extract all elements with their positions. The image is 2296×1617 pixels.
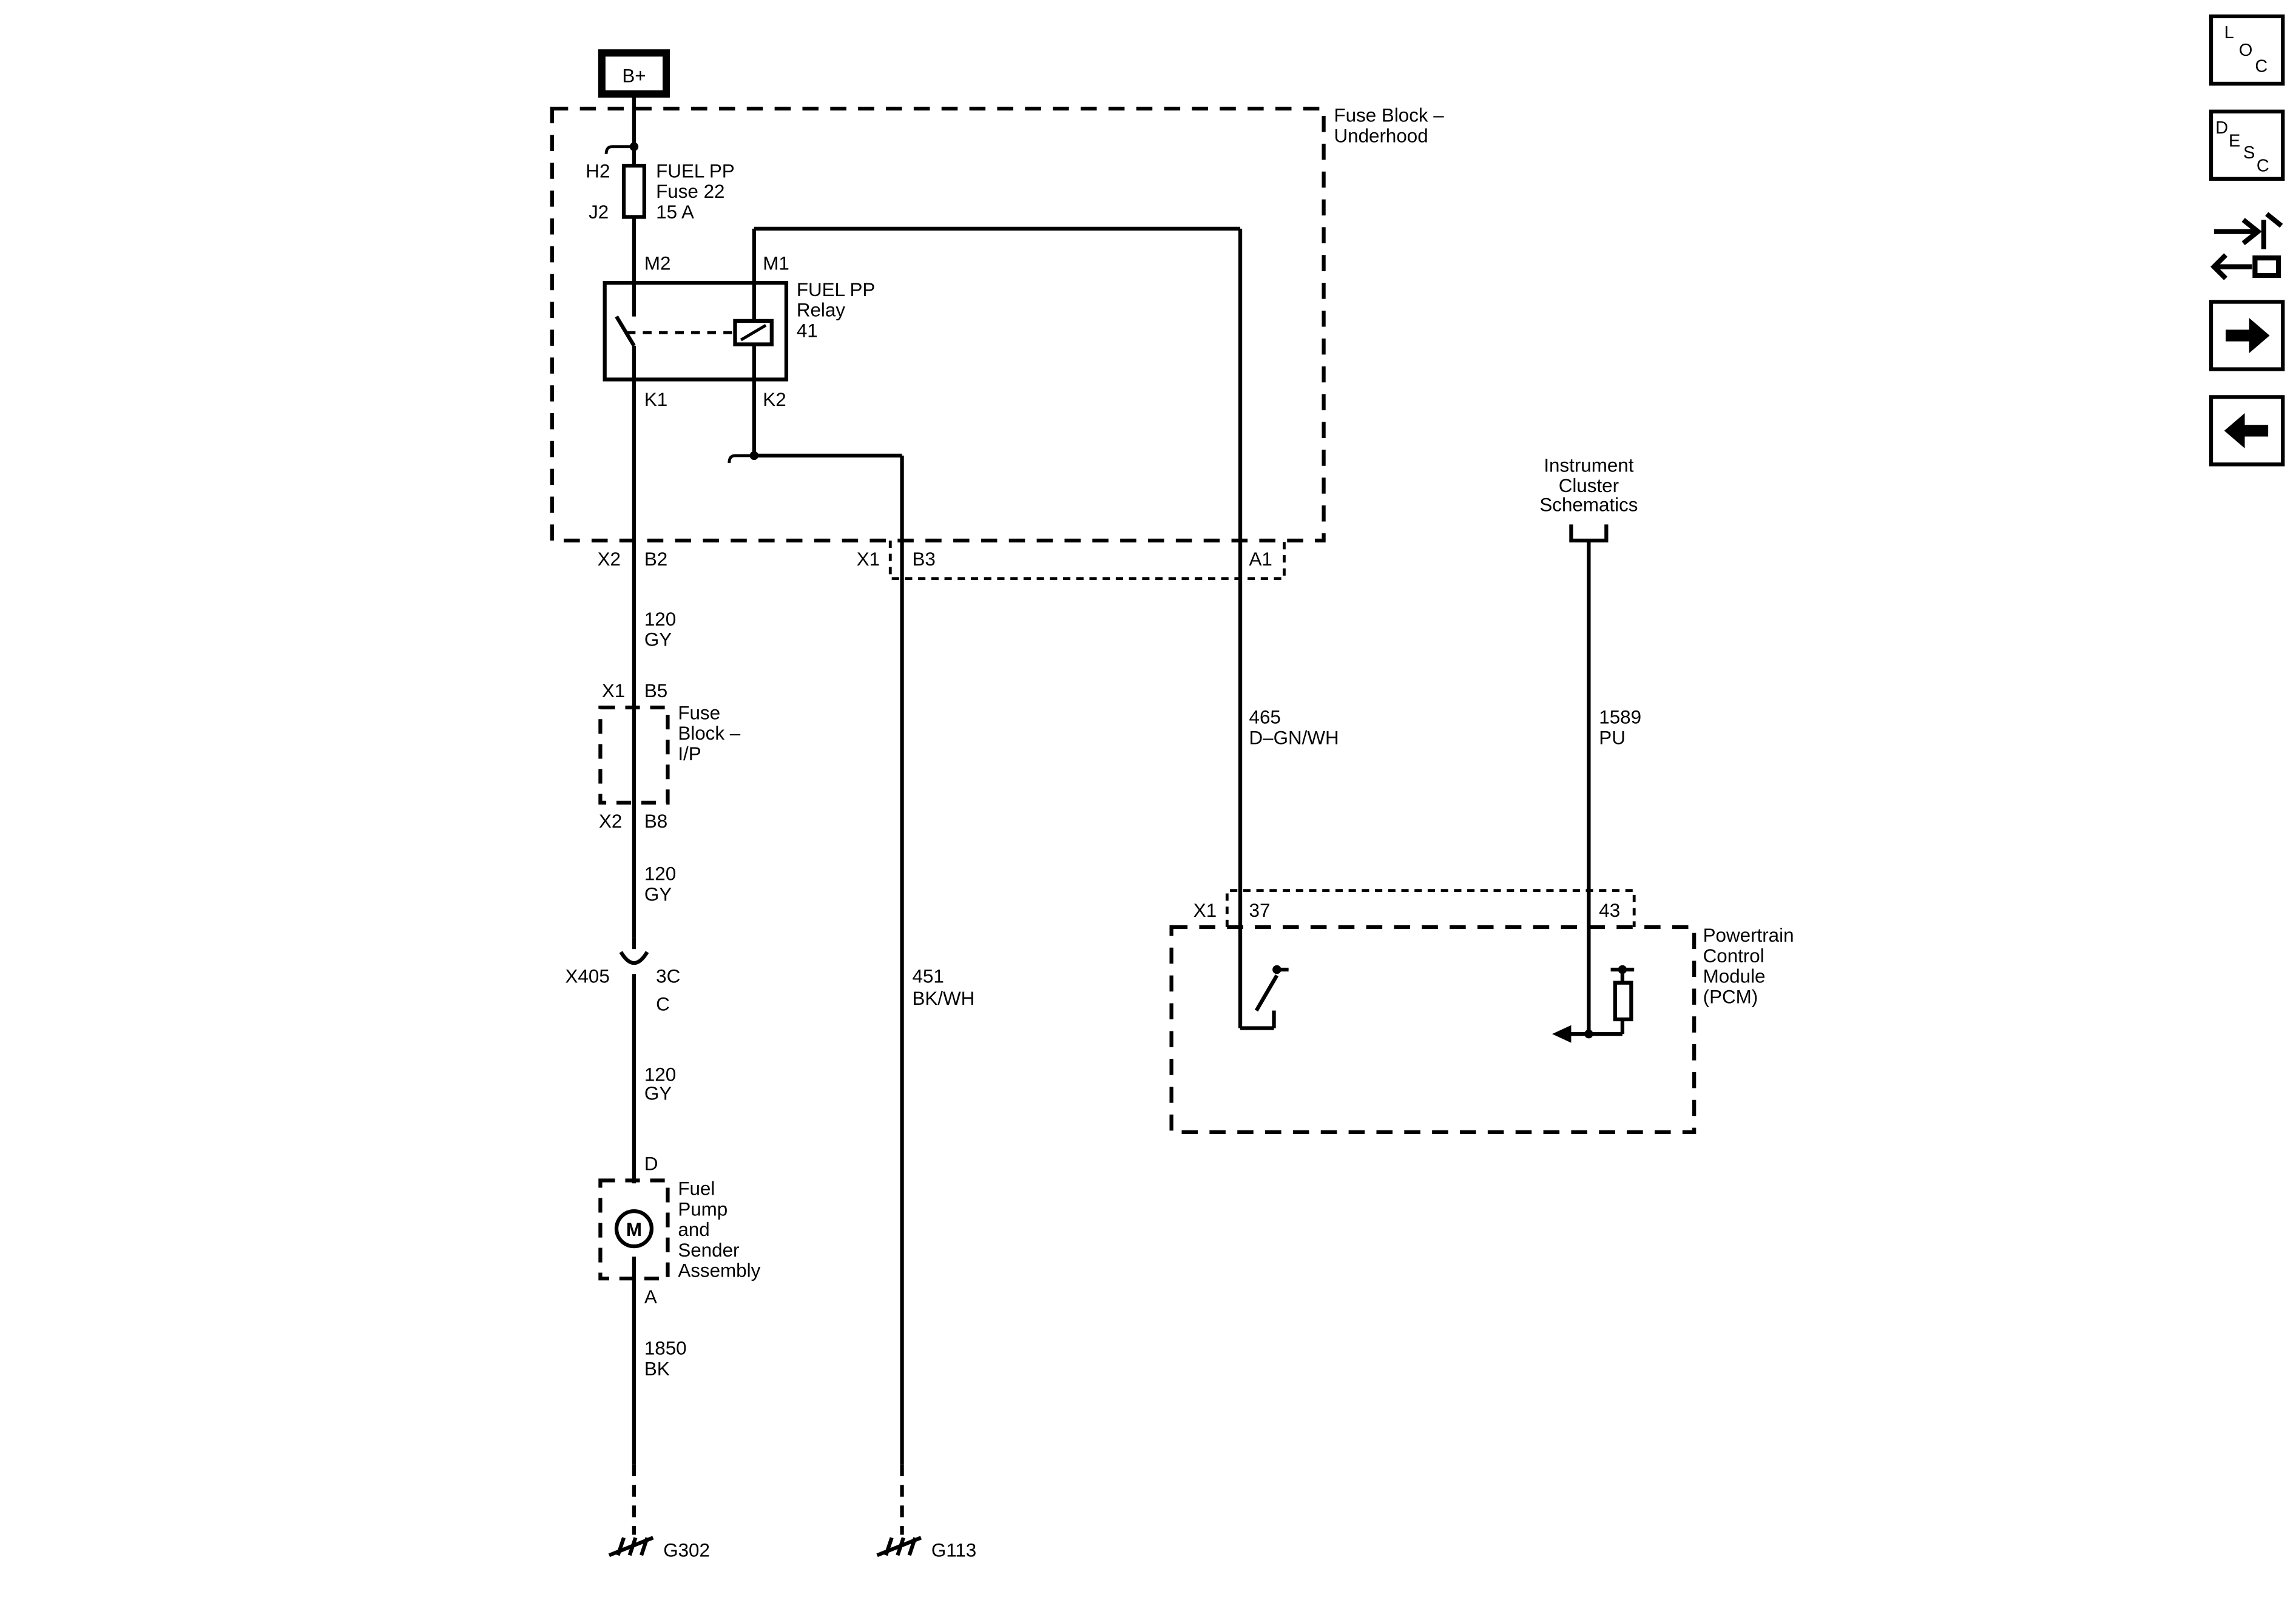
connector-x2-ip-label: X2: [599, 811, 622, 832]
relay-number-label: 41: [797, 320, 818, 341]
pcm-pin-43-label: 43: [1599, 900, 1620, 921]
wire-5-color: BK/WH: [912, 988, 974, 1009]
wire-6-number: 465: [1249, 707, 1281, 728]
relay-k1-label: K1: [644, 389, 667, 410]
instrument-label-3: Schematics: [1539, 495, 1638, 516]
fuel-pump-border: [598, 1178, 670, 1281]
wire-465: [752, 226, 1243, 1028]
wire-1-color: GY: [644, 629, 672, 650]
connector-x2-top-label: X2: [598, 549, 621, 570]
pcm-label-4: (PCM): [1703, 986, 1758, 1007]
wire-7-color: PU: [1599, 727, 1626, 748]
diagnostic-tools-button[interactable]: [2210, 212, 2283, 280]
loc-o-label: O: [2239, 41, 2253, 60]
connector-a-label: A: [644, 1286, 657, 1308]
fuse-j2-label: J2: [589, 201, 609, 223]
pcm-connector-border: [1225, 889, 1636, 927]
instrument-label-2: Cluster: [1559, 475, 1619, 496]
location-button[interactable]: L O C: [2209, 14, 2285, 86]
fuse-block-ip-border: [598, 705, 670, 805]
fuel-pump-label-1: Fuel: [678, 1178, 715, 1200]
wire-4-number: 1850: [644, 1338, 687, 1359]
fuse-block-ip-label-2: Block –: [678, 723, 740, 744]
connector-x1-ip-label: X1: [602, 680, 625, 701]
desc-d-label: D: [2215, 118, 2228, 138]
left-circuit-wire: [604, 93, 649, 1535]
relay-name-label: FUEL PP: [797, 279, 876, 300]
fuel-pump-label-5: Assembly: [678, 1260, 760, 1281]
fuse-rating-label: 15 A: [656, 201, 694, 223]
desc-c-label: C: [2257, 157, 2269, 176]
loc-c-label: C: [2255, 57, 2267, 76]
ground-g302-label: G302: [663, 1540, 710, 1561]
connector-x405-label: X405: [566, 966, 610, 987]
connector-b2-label: B2: [644, 549, 667, 570]
connector-a1-label: A1: [1249, 549, 1272, 570]
next-page-button[interactable]: [2209, 300, 2285, 371]
connector-b3-label: B3: [912, 549, 935, 570]
fuse-number-label: Fuse 22: [656, 181, 724, 202]
fuse-name-label: FUEL PP: [656, 160, 735, 181]
ground-g113-symbol: [876, 1536, 922, 1558]
connector-c-label: C: [656, 994, 670, 1015]
pcm-label-3: Module: [1703, 966, 1766, 987]
relay-m2-label: M2: [644, 252, 671, 274]
fuse-block-underhood-border: [550, 106, 1326, 543]
wire-3-color: GY: [644, 1083, 672, 1104]
relay-k2-label: K2: [763, 389, 786, 410]
fuel-pump-relay: [603, 281, 789, 382]
pcm-pin-37-label: 37: [1249, 900, 1271, 921]
desc-s-label: S: [2243, 143, 2255, 163]
fuse-block-ip-label-3: I/P: [678, 743, 701, 765]
fuel-pump-motor-symbol: [614, 1209, 654, 1249]
ground-g302-symbol: [608, 1536, 654, 1558]
fuse-h2-label: H2: [586, 160, 610, 181]
connector-b8-label: B8: [644, 811, 667, 832]
fuel-pump-label-4: Sender: [678, 1240, 739, 1261]
wire-5-number: 451: [912, 966, 944, 987]
instrument-cluster-connector: [1569, 524, 1609, 543]
battery-positive-terminal: B+: [598, 49, 670, 98]
connector-d-label: D: [644, 1153, 658, 1175]
relay-type-label: Relay: [797, 300, 845, 321]
fuel-pump-label-3: and: [678, 1219, 709, 1240]
fuel-pump-label-2: Pump: [678, 1198, 728, 1220]
fuse-block-underhood-label-2: Underhood: [1334, 125, 1428, 146]
wire-2-color: GY: [644, 884, 672, 905]
wire-2-number: 120: [644, 863, 676, 885]
ground-g113-label: G113: [931, 1540, 976, 1561]
instrument-label-1: Instrument: [1544, 454, 1633, 476]
wire-4-color: BK: [644, 1358, 670, 1379]
pcm-border: [1169, 925, 1697, 1134]
wire-1-number: 120: [644, 609, 676, 630]
connector-3c-label: 3C: [656, 966, 680, 987]
pcm-input-resistor-symbol: [1552, 965, 1635, 1043]
desc-e-label: E: [2229, 132, 2240, 151]
wire-451: [728, 379, 904, 1535]
description-button[interactable]: D E S C: [2209, 109, 2285, 181]
relay-m1-label: M1: [763, 252, 789, 274]
connector-b5-label: B5: [644, 680, 667, 701]
loc-l-label: L: [2224, 23, 2234, 42]
right-arrow-icon: [2226, 318, 2270, 353]
connector-x1-pcm-label: X1: [1194, 900, 1217, 921]
diagnostic-tools-icon: [2210, 212, 2283, 280]
connector-x1-top-label: X1: [857, 549, 880, 570]
fuse-22-symbol: [621, 163, 646, 219]
motor-label: M: [626, 1219, 642, 1240]
wire-3-number: 120: [644, 1064, 676, 1085]
bplus-label: B+: [622, 66, 646, 87]
connector-x1-border: [888, 540, 1286, 581]
previous-page-button[interactable]: [2209, 395, 2285, 467]
pcm-label-1: Powertrain: [1703, 925, 1794, 946]
wire-7-number: 1589: [1599, 707, 1641, 728]
left-arrow-icon: [2224, 413, 2269, 448]
pcm-label-2: Control: [1703, 945, 1764, 967]
fuse-block-underhood-label-1: Fuse Block –: [1334, 105, 1444, 126]
wire-6-color: D–GN/WH: [1249, 727, 1339, 748]
pcm-low-side-driver-symbol: [1240, 965, 1289, 1030]
fuse-block-ip-label-1: Fuse: [678, 702, 720, 723]
